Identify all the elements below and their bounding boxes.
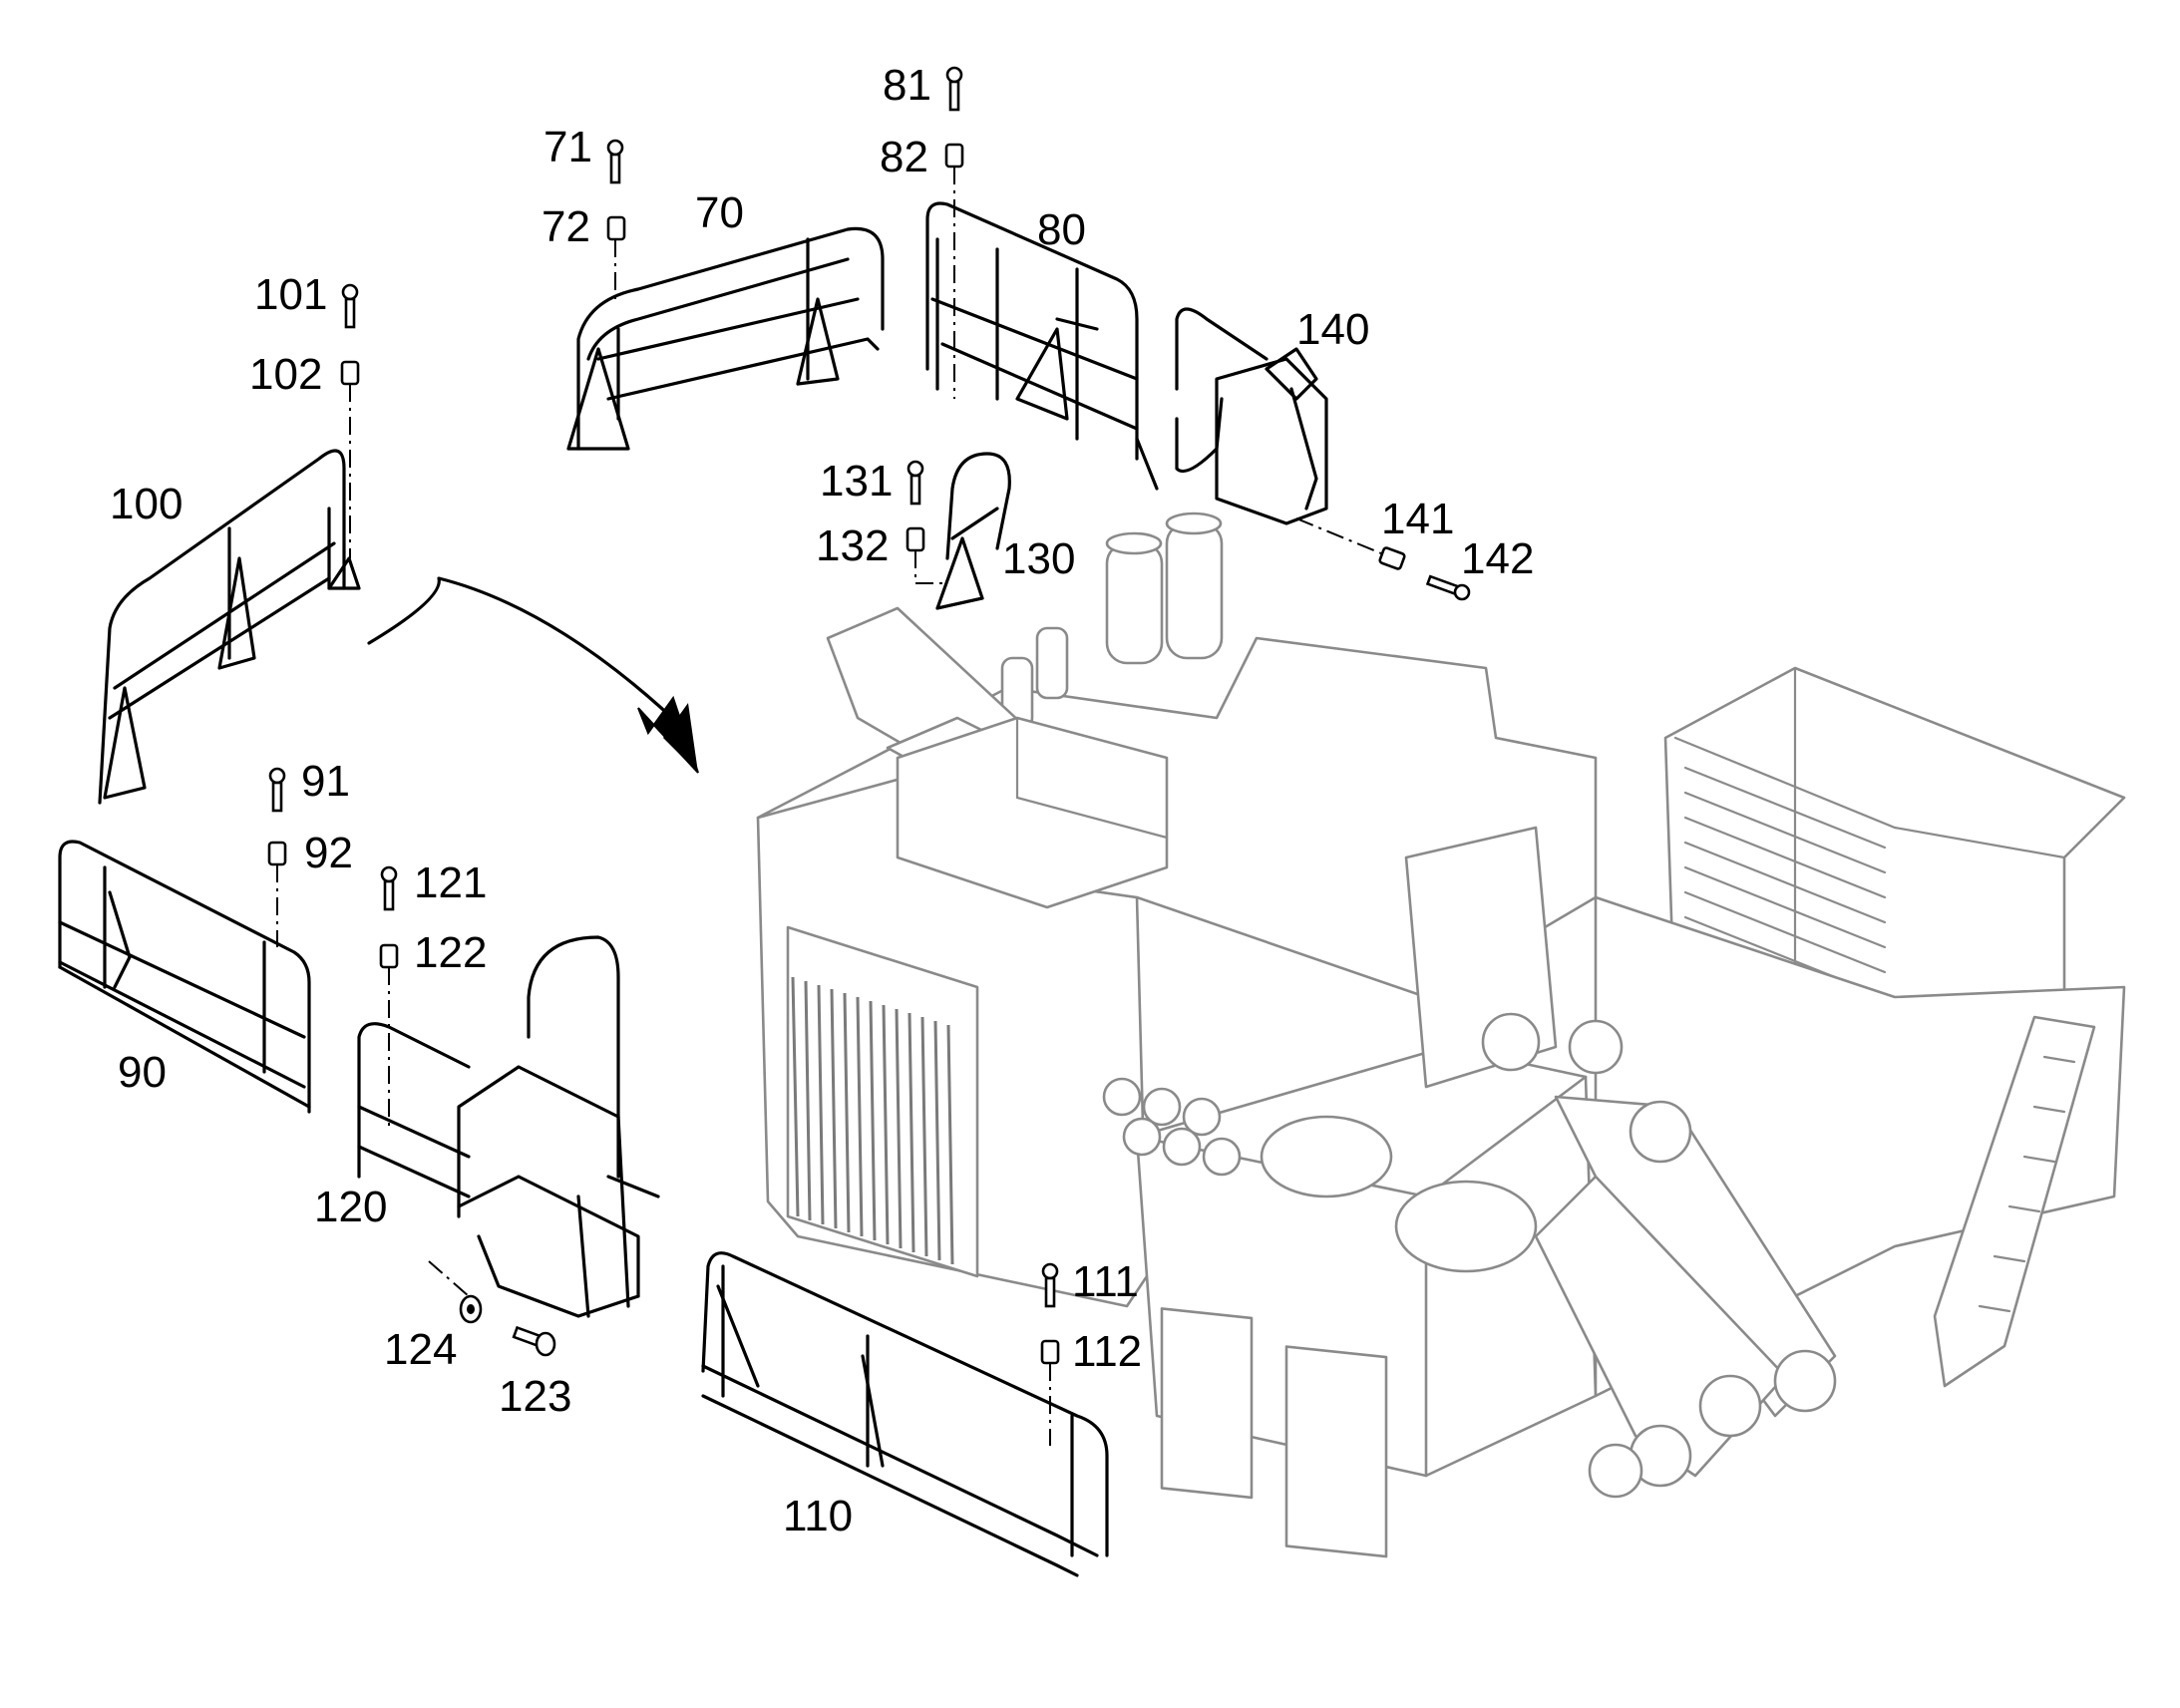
callout-100: 100 — [110, 480, 182, 528]
callout-122: 122 — [414, 928, 487, 977]
callout-141: 141 — [1381, 495, 1454, 543]
callout-72: 72 — [542, 202, 590, 251]
callout-142: 142 — [1461, 534, 1534, 583]
handrail-80 — [925, 201, 1159, 491]
handrail-70 — [566, 226, 885, 451]
bolt-71 — [606, 139, 624, 184]
spacer-112 — [1040, 1339, 1060, 1365]
callout-70: 70 — [695, 188, 744, 237]
callout-101: 101 — [254, 270, 327, 319]
callout-71: 71 — [544, 123, 592, 171]
callout-81: 81 — [883, 61, 931, 110]
washer-124 — [459, 1294, 483, 1324]
callout-labels: 70 71 72 80 81 82 90 91 92 100 101 102 1… — [110, 61, 1534, 1540]
callout-92: 92 — [304, 829, 353, 877]
spacer-132 — [906, 526, 925, 552]
callout-82: 82 — [880, 133, 928, 181]
bolt-81 — [945, 66, 963, 112]
callout-120: 120 — [314, 1183, 387, 1231]
callout-130: 130 — [1002, 534, 1075, 583]
grab-handle-130 — [935, 452, 1011, 610]
spacer-92 — [267, 841, 287, 866]
engine-grille — [791, 976, 954, 1265]
handrail-100 — [98, 449, 361, 805]
bolt-101 — [341, 283, 359, 329]
bolt-121 — [380, 865, 398, 911]
spacer-102 — [340, 360, 360, 386]
assembly-arrow — [367, 576, 699, 774]
machine-upper-structure — [756, 512, 2126, 1558]
callout-111: 111 — [1072, 1257, 1139, 1306]
bolt-142 — [1425, 574, 1471, 601]
callout-123: 123 — [499, 1372, 571, 1421]
handrail-90 — [58, 840, 311, 1114]
callout-110: 110 — [783, 1492, 853, 1540]
step-bracket-140 — [1175, 307, 1328, 525]
spacer-122 — [379, 943, 399, 969]
bolt-91 — [268, 767, 286, 813]
side-stair-steps — [1978, 1055, 2076, 1313]
callout-91: 91 — [301, 757, 350, 806]
bolt-123 — [512, 1325, 556, 1357]
spacer-72 — [606, 215, 626, 241]
callout-90: 90 — [118, 1048, 167, 1097]
spacer-141 — [1378, 546, 1406, 570]
callout-131: 131 — [820, 457, 893, 506]
spacer-82 — [944, 143, 964, 169]
callout-80: 80 — [1037, 205, 1086, 254]
bolt-111 — [1041, 1262, 1059, 1308]
valve-cluster — [1102, 1077, 1242, 1177]
handrail-110 — [701, 1251, 1109, 1577]
callout-140: 140 — [1296, 305, 1369, 354]
bolt-131 — [907, 460, 924, 506]
access-stair-120 — [357, 935, 660, 1318]
callout-132: 132 — [816, 521, 889, 570]
callout-121: 121 — [414, 858, 487, 907]
callout-112: 112 — [1072, 1327, 1142, 1376]
callout-124: 124 — [384, 1325, 457, 1374]
callout-102: 102 — [249, 350, 322, 399]
